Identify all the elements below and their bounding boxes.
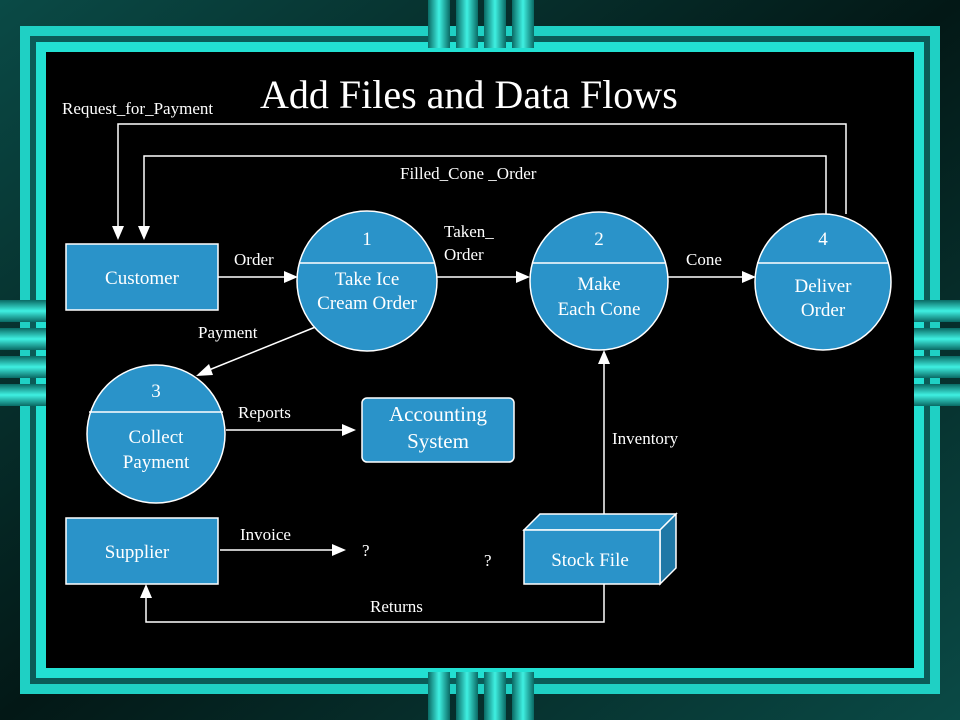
frame-tabs-right xyxy=(914,300,960,406)
process-2-number: 2 xyxy=(594,229,604,250)
entity-supplier[interactable]: Supplier xyxy=(65,517,219,585)
process-2-label-line2: Each Cone xyxy=(558,299,641,320)
label-returns: Returns xyxy=(370,597,423,616)
process-deliver-order[interactable]: 4 Deliver Order xyxy=(754,213,892,351)
label-payment: Payment xyxy=(198,323,258,342)
frame-tabs-top xyxy=(428,0,534,48)
process-3-number: 3 xyxy=(151,381,161,402)
arrowhead-reports xyxy=(342,424,356,436)
flow-request-for-payment xyxy=(117,123,847,236)
arrowhead-payment xyxy=(196,364,213,376)
flow-returns xyxy=(145,584,605,623)
frame-tabs-left xyxy=(0,300,46,406)
arrowhead-order xyxy=(284,271,298,283)
flow-filled-cone-order xyxy=(143,155,827,236)
arrowhead-inventory xyxy=(598,350,610,364)
label-taken-order-line2: Order xyxy=(444,245,484,264)
process-3-label-line2: Payment xyxy=(123,452,190,473)
arrowhead-invoice xyxy=(332,544,346,556)
process-3-label-line1: Collect xyxy=(129,427,185,448)
process-take-ice-cream-order[interactable]: 1 Take Ice Cream Order xyxy=(296,210,438,352)
process-collect-payment[interactable]: 3 Collect Payment xyxy=(86,364,226,504)
flow-payment xyxy=(203,325,319,373)
store-stock-file[interactable]: Stock File xyxy=(522,512,678,586)
label-taken-order-line1: Taken_ xyxy=(444,222,494,241)
store-stock-file-label: Stock File xyxy=(551,550,629,571)
entity-accounting-label-line1: Accounting xyxy=(389,402,487,426)
arrowhead-cone xyxy=(742,271,756,283)
label-inventory: Inventory xyxy=(612,429,679,448)
label-reports: Reports xyxy=(238,403,291,422)
process-4-label-line2: Order xyxy=(801,300,846,321)
arrowhead-filled-cone-order xyxy=(138,226,150,240)
entity-accounting-label-line2: System xyxy=(407,429,469,453)
process-2-label-line1: Make xyxy=(577,274,620,295)
label-order: Order xyxy=(234,250,274,269)
arrowhead-taken-order xyxy=(516,271,530,283)
entity-accounting-system[interactable]: Accounting System xyxy=(361,397,515,463)
process-make-each-cone[interactable]: 2 Make Each Cone xyxy=(529,211,669,351)
label-request-for-payment: Request_for_Payment xyxy=(62,99,213,118)
process-1-label-line1: Take Ice xyxy=(335,269,400,290)
label-invoice: Invoice xyxy=(240,525,291,544)
process-1-label-line2: Cream Order xyxy=(317,293,417,314)
slide-title: Add Files and Data Flows xyxy=(260,72,678,117)
entity-supplier-label: Supplier xyxy=(105,542,170,563)
entity-customer[interactable]: Customer xyxy=(65,243,219,311)
process-4-label-line1: Deliver xyxy=(795,276,853,297)
arrowhead-returns xyxy=(140,584,152,598)
label-filled-cone-order: Filled_Cone _Order xyxy=(400,164,537,183)
process-1-number: 1 xyxy=(362,229,372,250)
label-invoice-unknown: ? xyxy=(362,541,370,560)
process-4-number: 4 xyxy=(818,229,828,250)
frame-tabs-bottom xyxy=(428,672,534,720)
label-cone: Cone xyxy=(686,250,722,269)
entity-customer-label: Customer xyxy=(105,268,180,289)
label-stock-unknown: ? xyxy=(484,551,492,570)
arrowhead-request-for-payment xyxy=(112,226,124,240)
